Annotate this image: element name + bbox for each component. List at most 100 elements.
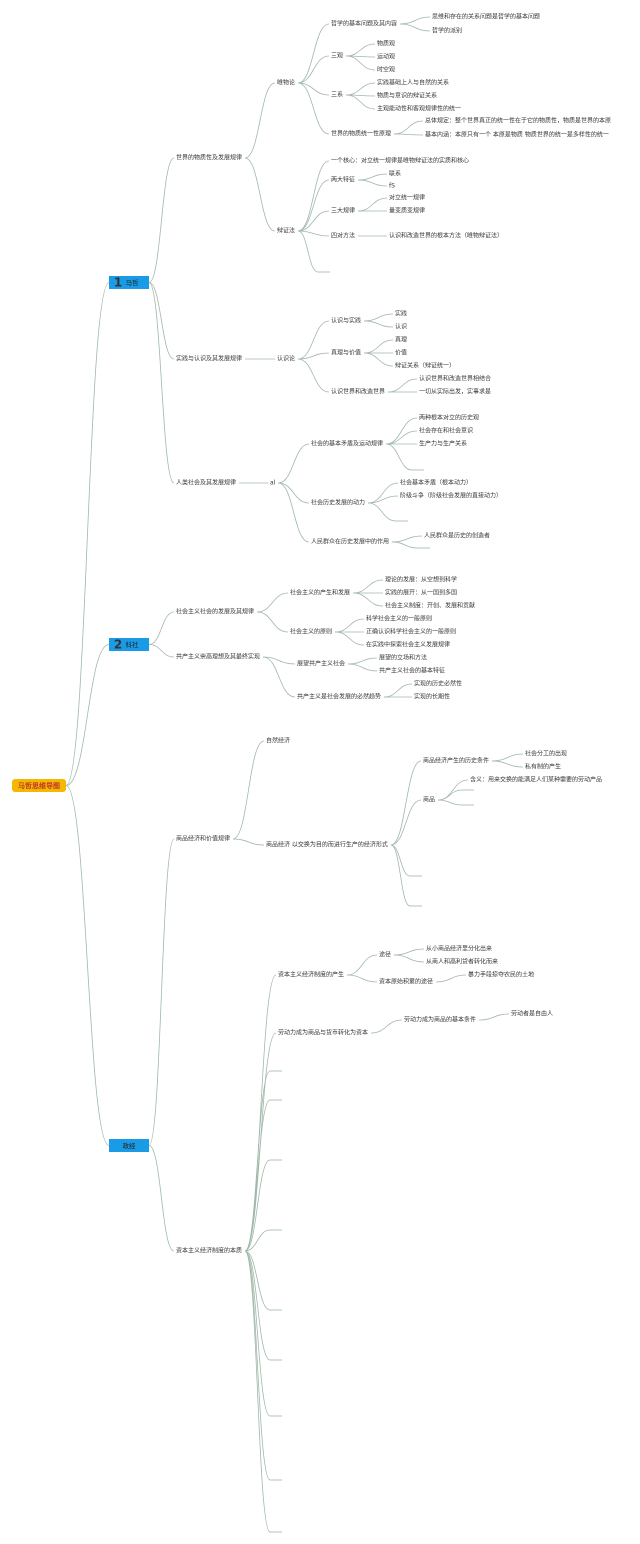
connector-s3b-1-1a [394, 948, 425, 956]
node-s3b: 资本主义经济制度的本质 [176, 1247, 242, 1255]
connector-s2b-2 [262, 656, 296, 698]
node-s1c-1-3a: 人民群众是历史的创造者 [424, 532, 490, 540]
section-node-3[interactable] [109, 1139, 149, 1152]
connector-s2b-1b [348, 663, 378, 672]
connector-s1a-1-3c [346, 94, 376, 110]
connector-s1b-1-1a [364, 313, 394, 322]
connector-root-section-2 [65, 644, 110, 786]
connector-s1a-1-3a [346, 82, 376, 96]
node-s1a-1-4: 世界的物质统一性原理 [331, 130, 391, 138]
connector-s1b [148, 282, 175, 360]
connector-s1a-1-4a [394, 120, 424, 135]
node-s1c-1-1: 社会的基本矛盾及运动规律 [311, 440, 383, 448]
connector-s2b-2a [384, 683, 413, 698]
connector-s2a-2a [335, 618, 365, 633]
connector-s1b-1-1 [297, 320, 330, 360]
node-s1c: 人类社会及其发展规律 [176, 479, 236, 487]
node-s1b-1-3b: 一切从实际出发，实事求是 [419, 388, 491, 396]
node-s1b-1-1a: 实践 [395, 310, 407, 318]
connector-s1a-1 [244, 82, 276, 159]
node-s3a-2: 商品经济 以交换为目的而进行生产的经济形式 [266, 841, 388, 849]
connector-s1a-2 [244, 157, 276, 232]
node-s1a-1-4b: 基本内涵：本原只有一个 本原是物质 物质世界的统一是多样性的统一 [425, 131, 609, 139]
connector-s1c-1-1a [385, 417, 418, 445]
connector-empty-branch [438, 799, 463, 806]
node-s1a-2-2: 两大特征 [331, 176, 355, 184]
connector-s1a-2-2 [297, 179, 330, 232]
connector-empty-branch [390, 844, 411, 907]
node-s1a-2-3b: 量变质变规律 [389, 207, 425, 215]
connector-s1b-1-1b [364, 320, 394, 328]
connector-s1a-2-3a [358, 197, 388, 212]
connector-empty-branch [244, 1070, 271, 1252]
section-node-1[interactable] [109, 276, 149, 289]
connector-empty-branch [438, 789, 463, 801]
node-s3a-2-1: 商品经济产生的历史条件 [423, 757, 489, 765]
connector-s1b-1-2a [364, 339, 394, 354]
connector-s1c [148, 282, 175, 484]
connector-s1a-2-1 [297, 160, 330, 232]
section-node-2[interactable] [109, 638, 149, 651]
node-s1a-1-3a: 实践基础上人与自然的关系 [377, 79, 449, 87]
connector-s2a-2c [335, 631, 365, 646]
connector-s3b-1 [244, 974, 277, 1252]
node-s1a-1: 唯物论 [277, 79, 295, 87]
section-label-2: 科社 [126, 640, 140, 649]
connector-s1a-2-2b [358, 179, 388, 187]
node-s3b-1-1a: 从小商品经济里分化出来 [426, 945, 492, 953]
connector-s3b-1-1 [346, 954, 378, 976]
node-s1a-1-1b: 哲学的派别 [432, 27, 462, 35]
node-s3a-2-1b: 私有制的产生 [525, 763, 561, 771]
node-s3b-1-2: 资本原始积累的途径 [379, 978, 433, 986]
node-s3b-2-1a: 劳动者是自由人 [511, 1010, 553, 1018]
node-s1a-1-3b: 物质与意识的辩证关系 [377, 92, 437, 100]
connector-s1a-1-2a [346, 43, 376, 57]
node-s3a-2-2a: 含义：用来交换的能满足人们某种需要的劳动产品 [470, 776, 602, 784]
node-s2b: 共产主义崇高理想及其最终实现 [176, 653, 260, 661]
connector-s2a-1 [256, 592, 289, 613]
connector-empty-branch [390, 844, 411, 877]
node-s1b-1-1b: 认识 [395, 323, 407, 331]
connector-s3b [148, 1145, 175, 1252]
node-s1a: 世界的物质性及发展规律 [176, 154, 242, 162]
node-s3a-1: 自然经济 [266, 737, 290, 745]
connector-s1a-1-1 [297, 23, 330, 84]
root-node[interactable] [12, 779, 66, 792]
node-s3a-2-2: 商品 [423, 796, 435, 804]
node-s1b-1-2c: 辩证关系（辩证统一） [395, 362, 455, 370]
node-s3b-2-1: 劳动力成为商品的基本条件 [404, 1016, 476, 1024]
connector-empty-branch [244, 1099, 271, 1252]
mind-map-edges [65, 16, 524, 1533]
connector-s1a-2-2a [358, 173, 388, 181]
node-s1b-1-1: 认识与实践 [331, 317, 361, 325]
connector-s2b [148, 644, 175, 658]
node-s1b-1-2a: 真理 [395, 336, 407, 344]
node-s2a-2a: 科学社会主义的一般原则 [366, 615, 432, 623]
node-s2a: 社会主义社会的发展及其规律 [176, 608, 254, 616]
connector-s3b-1-1b [394, 954, 425, 963]
connector-s3a-2-1b [492, 760, 524, 768]
node-s1c-1-2a: 社会基本矛盾（根本动力） [400, 479, 472, 487]
connector-empty-branch [244, 1250, 271, 1361]
node-s1a-1-2a: 物质观 [377, 40, 395, 48]
node-s3b-1-2a: 暴力手段掠夺农民的土地 [468, 971, 534, 979]
connector-s1a-1-1a [400, 16, 431, 25]
connector-s1c-1-3a [392, 535, 423, 543]
node-s1c-1-1c: 生产力与生产关系 [419, 440, 467, 448]
node-s3b-1-1: 途径 [379, 951, 391, 959]
connector-s2b-1a [348, 657, 378, 665]
node-s1a-1-2c: 时空观 [377, 66, 395, 74]
node-s1b-1-3: 认识世界和改造世界 [331, 388, 385, 396]
node-s2b-1b: 共产主义社会的基本特征 [379, 667, 445, 675]
connector-root-section-3 [65, 785, 110, 1146]
node-s1a-2-3: 三大规律 [331, 207, 355, 215]
connector-s1c-1-1 [278, 443, 310, 484]
node-s1a-1-3c: 主观能动性和客观规律性的统一 [377, 105, 461, 113]
node-s2a-1c: 社会主义制度：开创、发展和贡献 [385, 602, 475, 610]
section-number-1: 1 [114, 276, 122, 290]
node-s1a-2-1: 一个核心：对立统一规律是唯物辩证法的实质和核心 [331, 157, 469, 165]
node-s2b-2b: 实现的长期性 [414, 693, 450, 701]
node-s1a-1-3: 三系 [331, 91, 343, 99]
